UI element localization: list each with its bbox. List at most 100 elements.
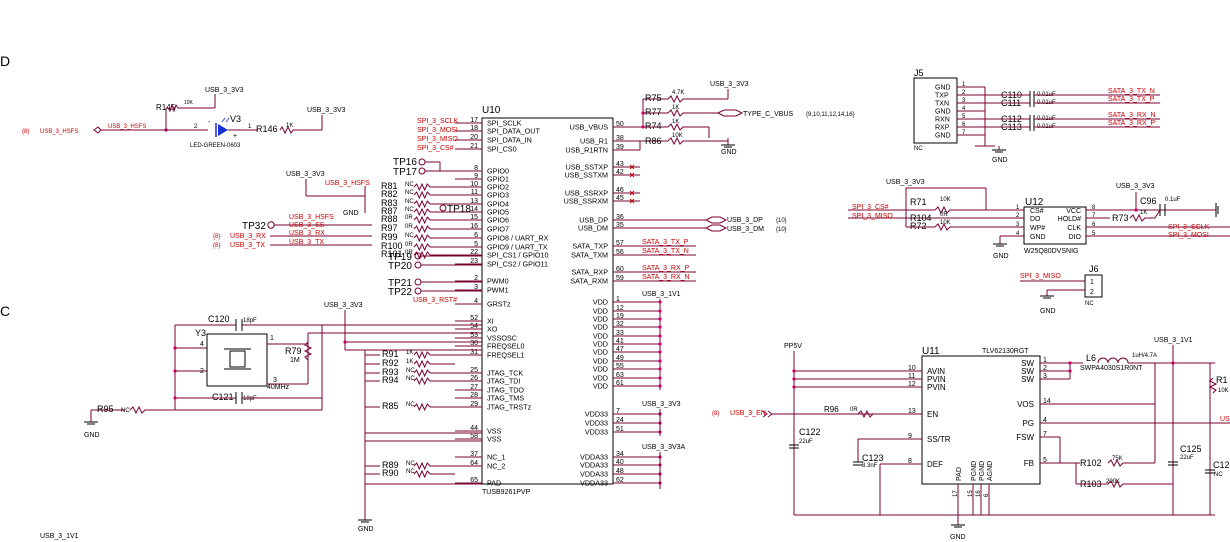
u11-pin-num: 7 — [1043, 431, 1047, 438]
r71-value: 10K — [940, 197, 951, 203]
u10-pin-name: SPI_CS1 / GPIO10 — [487, 251, 549, 260]
gpio-resistor-value: 0R — [405, 224, 413, 230]
u10-pin-num: 2 — [474, 275, 478, 282]
u10-pin-num: 34 — [616, 451, 624, 458]
r1x-ref: R1 — [1216, 375, 1228, 385]
j6-gnd: GND — [1040, 308, 1056, 315]
gpio-resistor-value: 0R — [405, 215, 413, 221]
misc-resistor-value: 1K — [406, 359, 413, 365]
j5-pin-name: GND — [935, 85, 951, 92]
u10-pin-name: GPIO4 — [487, 200, 509, 209]
u10-pin-num: 64 — [470, 460, 478, 467]
u10-pin-name: FREQSEL0 — [487, 342, 525, 351]
c120-ref: C120 — [208, 314, 230, 324]
sata-rx-n-net: SATA_3_RX_N — [642, 274, 690, 281]
u10-pin-name: VDD33 — [585, 419, 608, 428]
u10-pin-num: 62 — [616, 477, 624, 484]
j6-net: SPI_3_MISO — [1020, 273, 1061, 280]
led-pin1: 1 — [248, 124, 252, 130]
u10-pin-num: 54 — [470, 323, 478, 330]
u12-pin-name: CS# — [1030, 208, 1044, 215]
misc-gnd: GND — [358, 526, 374, 533]
u10-pin-name: NC_2 — [487, 462, 505, 471]
r96-value: 0R — [850, 407, 858, 413]
u10-pin-name: PWM1 — [487, 286, 509, 295]
u10-pin-num: 31 — [470, 349, 478, 356]
misc-resistor-value: NC — [406, 469, 415, 475]
u12-gnd: GND — [993, 253, 1009, 260]
u11-pin-name: FSW — [1016, 433, 1034, 442]
misc-resistor-ref: R90 — [382, 468, 399, 478]
u12-cs-net: SPI_3_CS# — [852, 204, 889, 211]
u11-rail-in: PP5V — [784, 343, 802, 350]
u11-pin-num: 10 — [908, 365, 916, 372]
u10-pin-name: GPIO0 — [487, 167, 509, 176]
ss-nc-marks — [613, 164, 635, 204]
xtal-rail: USB_3_3V3 — [324, 302, 363, 309]
y3-pin2: 2 — [200, 368, 204, 375]
u10-pin-num: 19 — [616, 313, 624, 320]
gpio-resistor-value: NC — [405, 182, 414, 188]
misc-resistor-ref: R91 — [382, 349, 399, 359]
u10-pin-name: VDD — [593, 348, 608, 357]
j5-pin-num: 7 — [962, 130, 966, 136]
u10-pin-num: 59 — [616, 275, 624, 282]
r74-ref: R74 — [645, 121, 662, 131]
u10-pin-name: USB_SSTXM — [564, 171, 608, 180]
c12x-ref: C12 — [1213, 460, 1230, 470]
spi-mosi-net: SPI_3_MOSI — [417, 127, 458, 134]
u10-pin-num: 57 — [616, 240, 624, 247]
gpio-resistor-value: NC — [405, 233, 414, 239]
u10-pin-num: 7 — [616, 408, 620, 415]
u10-pin-num: 41 — [616, 338, 624, 345]
u11-rail-out: USB_3_1V1 — [1154, 337, 1193, 344]
misc-resistor-ref: R93 — [382, 367, 399, 377]
u10-pin-name: SPI_DATA_OUT — [487, 127, 540, 136]
grstz-net: USB_3_RST# — [413, 297, 457, 304]
gpio-resistor-ref: R81 — [381, 181, 398, 191]
j5-pin-num: 2 — [962, 90, 966, 96]
u10-pin-num: 32 — [616, 321, 624, 328]
r145-ref: R145 — [156, 103, 176, 112]
gpio-resistor-value: NC — [405, 207, 414, 213]
u10-right-nets: USB_3_3V3 R75 4.7K R77 1K TYPE_C_VBUS {9… — [613, 81, 855, 489]
bottom-net-label: USB_3_1V1 — [40, 533, 79, 540]
r73-ref: R73 — [1112, 213, 1129, 223]
u10-pin-name: JTAG_TRSTz — [487, 403, 532, 412]
u11-pin-num: 3 — [1043, 373, 1047, 380]
r79-ref: R79 — [285, 346, 302, 356]
u10-pin-name: VDD33 — [585, 410, 608, 419]
u10-pin-num: 65 — [470, 477, 478, 484]
u10-pin-name: GPIO5 — [487, 208, 509, 217]
u10-pin-num: 48 — [616, 468, 624, 475]
r71-ref: R71 — [910, 197, 927, 207]
u10-left-nets: SPI_3_SCLK SPI_3_MOSI SPI_3_MISO SPI_3_C… — [213, 118, 482, 304]
u10-pin-name: GPIO3 — [487, 191, 509, 200]
u10-pin-name: SATA_RXP — [572, 268, 609, 277]
u10-pin-name: USB_SSTXP — [566, 163, 609, 172]
u10-pin-num: 30 — [470, 340, 478, 347]
u10-pin-name: VDD — [593, 357, 608, 366]
r72-value: 10K — [940, 220, 951, 226]
u11-pin-name: EN — [927, 410, 938, 419]
misc-resistor-ref: R94 — [382, 375, 399, 385]
r77-value: 1K — [672, 105, 679, 111]
u10-pin-name: USB_DP — [579, 216, 608, 225]
misc-resistor-value: NC — [406, 376, 415, 382]
led-rail-label: USB_3_3V3 — [205, 87, 244, 94]
j5-pin-num: 3 — [962, 98, 966, 104]
u10-pin-name: SPI_DATA_IN — [487, 136, 532, 145]
u12-sclk-net: SPI_3_SCLK — [1168, 224, 1210, 231]
u10-pin-num: 29 — [470, 401, 478, 408]
u11-pin-num: 11 — [908, 373, 915, 380]
led-diode-symbol — [215, 117, 230, 137]
left-tx-net: USB_3_TX — [230, 242, 265, 249]
u10-pin-num: 58 — [470, 433, 478, 440]
j5-pin-name: RXP — [935, 125, 950, 132]
sata-rx-p-net: SATA_3_RX_P — [642, 265, 690, 272]
led-net-sheet: {8} — [22, 129, 29, 135]
u10-pin-num: 6 — [474, 232, 478, 239]
